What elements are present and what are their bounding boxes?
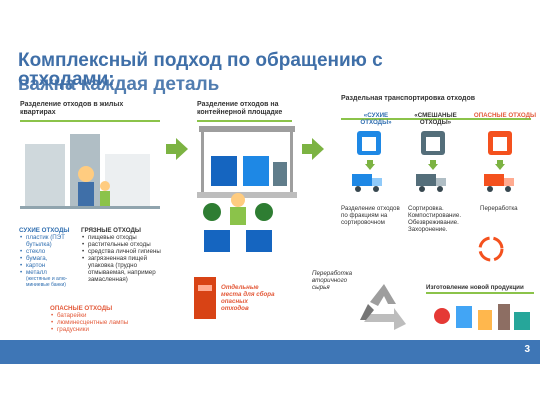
hazardous-process-text: Переработка: [480, 205, 518, 212]
container-underline: [197, 120, 292, 122]
gray-bin-icon: [421, 131, 445, 155]
mixed-waste-process-text: Сортировка. Компостирование. Обезврежива…: [408, 205, 462, 233]
new-products-underline: [426, 292, 534, 294]
hazardous-column-label: ОПАСНЫЕ ОТХОДЫ: [473, 112, 537, 119]
arrow-right-icon: [166, 138, 188, 160]
hazardous-waste-heading: ОПАСНЫЕ ОТХОДЫ: [50, 305, 113, 312]
list-item: загрязненная пищей упаковка (трудно отмы…: [82, 255, 161, 283]
arrow-right-icon: [302, 138, 324, 160]
arrow-down-icon: [495, 160, 505, 170]
title-line1: Комплексный подход по обращению с: [18, 50, 383, 71]
dry-waste-list: пластик (ПЭТ бутылка) стекло бумага, кар…: [19, 234, 79, 276]
recycling-label: Переработка вторичного сырья: [312, 270, 353, 291]
title-line3: важна каждая деталь: [18, 74, 220, 95]
truck-icon: [484, 174, 514, 192]
dry-waste-heading: СУХИЕ ОТХОДЫ: [19, 227, 70, 234]
page-number: 3: [524, 344, 530, 355]
products-illustration: [434, 304, 530, 330]
list-item: бумага,: [20, 255, 79, 262]
apartment-underline: [20, 120, 160, 122]
new-products-label: Изготовление новой продукции: [426, 284, 524, 291]
apartment-illustration: [20, 134, 160, 209]
separate-places-label: Отдельные места для сбора опасных отходо…: [221, 284, 275, 312]
dirty-waste-heading: ГРЯЗНЫЕ ОТХОДЫ: [81, 227, 141, 234]
list-item: люминесцентные лампы: [51, 319, 160, 326]
list-item: металл: [20, 269, 79, 276]
page-title: Комплексный подход по обращению с отхода…: [18, 51, 498, 94]
container-heading: Разделение отходов на контейнерной площа…: [197, 101, 283, 116]
container-site-illustration: [197, 126, 297, 198]
arrow-down-icon: [428, 160, 438, 170]
orange-bin-icon: [488, 131, 512, 155]
blue-bin-icon: [357, 131, 381, 155]
dry-waste-note: (жестяные и алю- миниевые банки): [26, 276, 68, 288]
list-item: пищевые отходы: [82, 234, 161, 241]
footer-bar: [0, 340, 540, 364]
list-item: батарейки: [51, 312, 160, 319]
list-item: стекло: [20, 248, 79, 255]
truck-icon: [352, 174, 382, 192]
transport-heading: Раздельная транспортировка отходов: [341, 95, 476, 102]
list-item: градусники: [51, 326, 160, 333]
mixed-waste-column-label: «СМЕШАНЫЕ ОТХОДЫ»: [414, 112, 457, 126]
truck-icon: [416, 174, 446, 192]
transport-underline: [341, 118, 531, 120]
recycle-icon: [478, 236, 504, 262]
dry-waste-process-text: Разделение отходов по фракциям на сортир…: [341, 205, 400, 226]
list-item: картон: [20, 262, 79, 269]
dry-waste-column-label: «СУХИЕ ОТХОДЫ»: [360, 112, 392, 126]
dirty-waste-list: пищевые отходы растительные отходы средс…: [81, 234, 161, 283]
title-line2: отходами:: [18, 69, 115, 90]
bins-illustration: [203, 193, 273, 252]
recycle-icon: [360, 284, 406, 330]
dirty-waste-block: ГРЯЗНЫЕ ОТХОДЫ пищевые отходы растительн…: [81, 227, 161, 283]
list-item: растительные отходы: [82, 241, 161, 248]
hazardous-waste-list: батарейки люминесцентные лампы градусник…: [50, 312, 160, 333]
dry-waste-block: СУХИЕ ОТХОДЫ пластик (ПЭТ бутылка) стекл…: [19, 227, 79, 288]
list-item: средства личной гигиены: [82, 248, 161, 255]
hazardous-box-icon: [194, 277, 216, 319]
hazardous-waste-block: ОПАСНЫЕ ОТХОДЫ батарейки люминесцентные …: [50, 305, 160, 333]
apartment-heading: Разделение отходов в жилых квартирах: [20, 101, 124, 116]
list-item: пластик (ПЭТ бутылка): [20, 234, 79, 248]
arrow-down-icon: [365, 160, 375, 170]
